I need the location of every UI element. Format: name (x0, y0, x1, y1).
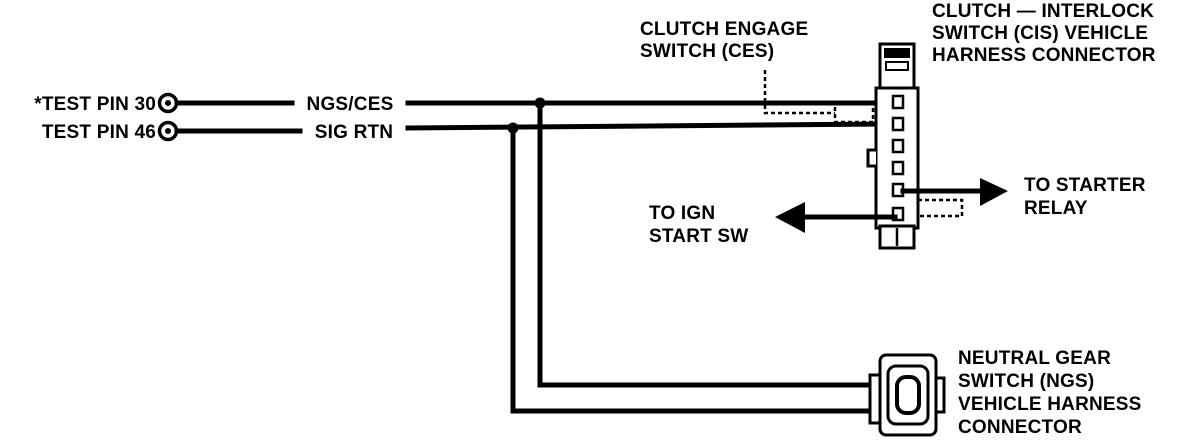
ngs-label-line4: CONNECTOR (958, 417, 1082, 438)
ces-label-line1: CLUTCH ENGAGE (640, 19, 808, 40)
ign-label-line1: TO IGN (649, 203, 715, 224)
cis-label-line3: HARNESS CONNECTOR (932, 45, 1156, 66)
cis-label-line1: CLUTCH — INTERLOCK (932, 1, 1154, 22)
ngs-harness-connector (868, 353, 946, 437)
sig-rtn-circuit-label: SIG RTN (315, 122, 393, 143)
sig-rtn-wire (174, 121, 888, 414)
ign-start-wire (775, 202, 898, 233)
cis-label: CLUTCH — INTERLOCK SWITCH (CIS) VEHICLE … (932, 1, 1156, 66)
ngs-ces-circuit-label: NGS/CES (307, 94, 394, 115)
ngs-label-line3: VEHICLE HARNESS (958, 394, 1142, 415)
ces-label: CLUTCH ENGAGE SWITCH (CES) (640, 19, 808, 62)
ngs-label-line2: SWITCH (NGS) (958, 371, 1094, 392)
test-pin-30-label: *TEST PIN 30 (34, 94, 156, 115)
test-pin-30-terminal (157, 92, 179, 114)
ces-label-line2: SWITCH (CES) (640, 41, 774, 62)
ces-dashed-switch-link (763, 70, 875, 124)
starter-relay-wire (900, 178, 1008, 218)
test-pin-46-terminal (157, 120, 179, 142)
test-pin-46-label: TEST PIN 46 (42, 122, 156, 143)
starter-label-line1: TO STARTER (1024, 175, 1146, 196)
ngs-ces-wire (174, 97, 888, 388)
starter-relay-label: TO STARTER RELAY (1024, 175, 1146, 219)
cis-harness-connector (866, 42, 920, 250)
ign-start-label: TO IGN START SW (649, 203, 748, 247)
starter-label-line2: RELAY (1024, 198, 1088, 219)
ngs-label-line1: NEUTRAL GEAR (958, 348, 1111, 369)
ngs-label: NEUTRAL GEAR SWITCH (NGS) VEHICLE HARNES… (958, 348, 1142, 438)
ign-label-line2: START SW (649, 226, 748, 247)
cis-label-line2: SWITCH (CIS) VEHICLE (932, 23, 1148, 44)
